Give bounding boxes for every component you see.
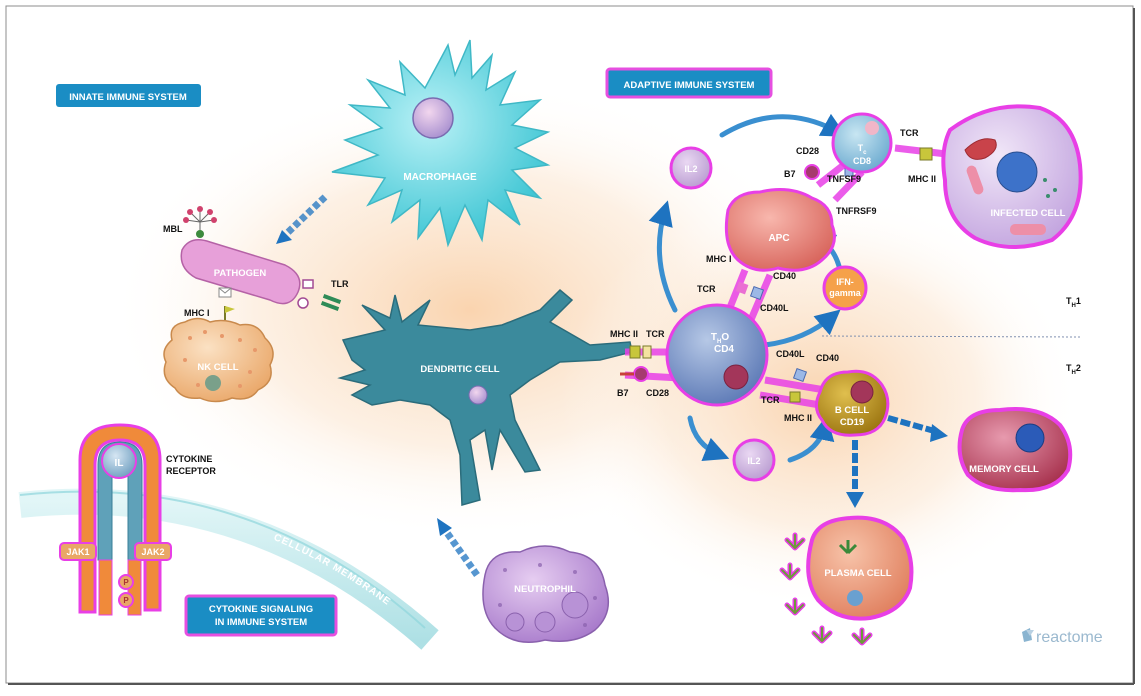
arrow-bcell-to-plasma: [846, 440, 864, 508]
cytokine-signaling-line1: CYTOKINE SIGNALING: [209, 604, 313, 615]
badge-innate-immune-system[interactable]: INNATE IMMUNE SYSTEM: [56, 84, 201, 107]
pathogen[interactable]: PATHOGEN MBL: [163, 206, 314, 309]
jak1-label: JAK1: [66, 547, 89, 557]
tcr-b-label: TCR: [761, 395, 780, 405]
dendritic-cell[interactable]: DENDRITIC CELL: [337, 288, 633, 506]
il2-bottom[interactable]: IL2: [732, 438, 776, 482]
mhc-ii-inf-label: MHC II: [908, 174, 936, 184]
cd40l-b-label: CD40L: [776, 349, 805, 359]
cytokine-signaling-line2: IN IMMUNE SYSTEM: [215, 617, 307, 628]
cd28-dc-label: CD28: [646, 388, 669, 398]
mbl-label: MBL: [163, 224, 183, 234]
infected-cell[interactable]: INFECTED CELL: [941, 104, 1083, 249]
b-cell-line2: CD19: [840, 417, 864, 428]
il2-top-label: IL2: [684, 164, 697, 174]
arrow-bcell-to-memory: [887, 415, 948, 442]
th1-label: TH1: [1066, 296, 1081, 309]
reactome-logo: reactome: [1022, 628, 1103, 646]
infected-cell-label: INFECTED CELL: [991, 208, 1066, 219]
il-label: IL: [115, 458, 124, 469]
th-divider: [821, 335, 1081, 338]
mhc-ii-b-label: MHC II: [784, 413, 812, 423]
cd28-tc-label: CD28: [796, 146, 819, 156]
mhc-i-nk-label: MHC I: [184, 308, 210, 318]
b-cell-cd19[interactable]: B CELL CD19: [815, 369, 890, 437]
dendritic-cell-label: DENDRITIC CELL: [420, 364, 499, 375]
cytokine-receptor-line1: CYTOKINE: [166, 454, 212, 464]
plasma-cell[interactable]: PLASMA CELL: [806, 515, 914, 621]
ifn-line2: gamma: [829, 288, 862, 298]
memory-cell-label: MEMORY CELL: [969, 464, 1039, 475]
tlr-label: TLR: [331, 279, 349, 289]
macrophage-label: MACROPHAGE: [403, 172, 477, 183]
cd40l-apc-label: CD40L: [760, 303, 789, 313]
jak1[interactable]: JAK1: [59, 542, 97, 561]
jak2[interactable]: JAK2: [134, 542, 172, 561]
jak2-label: JAK2: [141, 547, 164, 557]
memory-cell[interactable]: MEMORY CELL: [957, 407, 1073, 493]
b-cell-line1: B CELL: [835, 405, 870, 416]
arrow-macrophage-to-pathogen: [276, 194, 328, 244]
antibody-icon: [838, 540, 858, 555]
il2-bottom-label: IL2: [747, 456, 760, 466]
reactome-brand: reactome: [1036, 629, 1103, 646]
antibodies-inner: [781, 534, 871, 644]
macrophage[interactable]: MACROPHAGE: [331, 39, 551, 248]
th0-cd4-cell[interactable]: THO CD4: [665, 303, 769, 407]
neutrophil-label: NEUTROPHIL: [514, 584, 576, 595]
neutrophil[interactable]: NEUTROPHIL: [482, 545, 610, 643]
svg-text:P: P: [123, 578, 129, 587]
mhc-i-apc-label: MHC I: [706, 254, 732, 264]
tcr-dc-label: TCR: [646, 329, 665, 339]
pathogen-label: PATHOGEN: [214, 268, 267, 279]
nk-cell[interactable]: NK CELL: [163, 317, 274, 403]
th0-label: THO: [711, 332, 729, 345]
phosphate-1: P: [118, 574, 134, 590]
cd8-label: CD8: [853, 156, 871, 166]
cd40-apc-label: CD40: [773, 271, 796, 281]
tcr-apc-label: TCR: [697, 284, 716, 294]
mhc-ii-dc-label: MHC II: [610, 329, 638, 339]
apc-cell[interactable]: APC: [724, 188, 836, 272]
arrow-neutrophil-to-dendritic: [437, 518, 480, 578]
apc-label: APC: [768, 233, 789, 244]
cytokine-receptor-line2: RECEPTOR: [166, 466, 216, 476]
tlr-receptor: [320, 294, 342, 311]
nk-cell-label: NK CELL: [197, 362, 238, 373]
b7-dc-label: B7: [617, 388, 629, 398]
tnfrsf9-label: TNFRSF9: [836, 206, 877, 216]
adaptive-label: ADAPTIVE IMMUNE SYSTEM: [624, 80, 755, 91]
receptor-markers: [620, 147, 933, 403]
badge-cytokine-signaling[interactable]: CYTOKINE SIGNALING IN IMMUNE SYSTEM: [184, 594, 338, 637]
il2-top[interactable]: IL2: [669, 146, 713, 190]
badge-adaptive-immune-system[interactable]: ADAPTIVE IMMUNE SYSTEM: [605, 67, 773, 99]
phosphate-2: P: [118, 592, 134, 608]
th2-label: TH2: [1066, 363, 1081, 376]
b7-apc-label: B7: [784, 169, 796, 179]
mbl-protein: [183, 206, 217, 238]
tcr-tc-label: TCR: [900, 128, 919, 138]
svg-text:P: P: [123, 596, 129, 605]
ifn-gamma[interactable]: IFN- gamma: [822, 265, 868, 311]
plasma-cell-label: PLASMA CELL: [824, 568, 891, 579]
cd4-label: CD4: [714, 344, 734, 355]
tc-label: Tc: [858, 143, 868, 156]
ifn-line1: IFN-: [836, 277, 854, 287]
tc-cd8-cell[interactable]: Tc CD8: [831, 112, 893, 174]
tnfsf9-label: TNFSF9: [827, 174, 861, 184]
reactome-icon: [1022, 628, 1034, 642]
cd40-b-label: CD40: [816, 353, 839, 363]
innate-label: INNATE IMMUNE SYSTEM: [69, 92, 187, 103]
